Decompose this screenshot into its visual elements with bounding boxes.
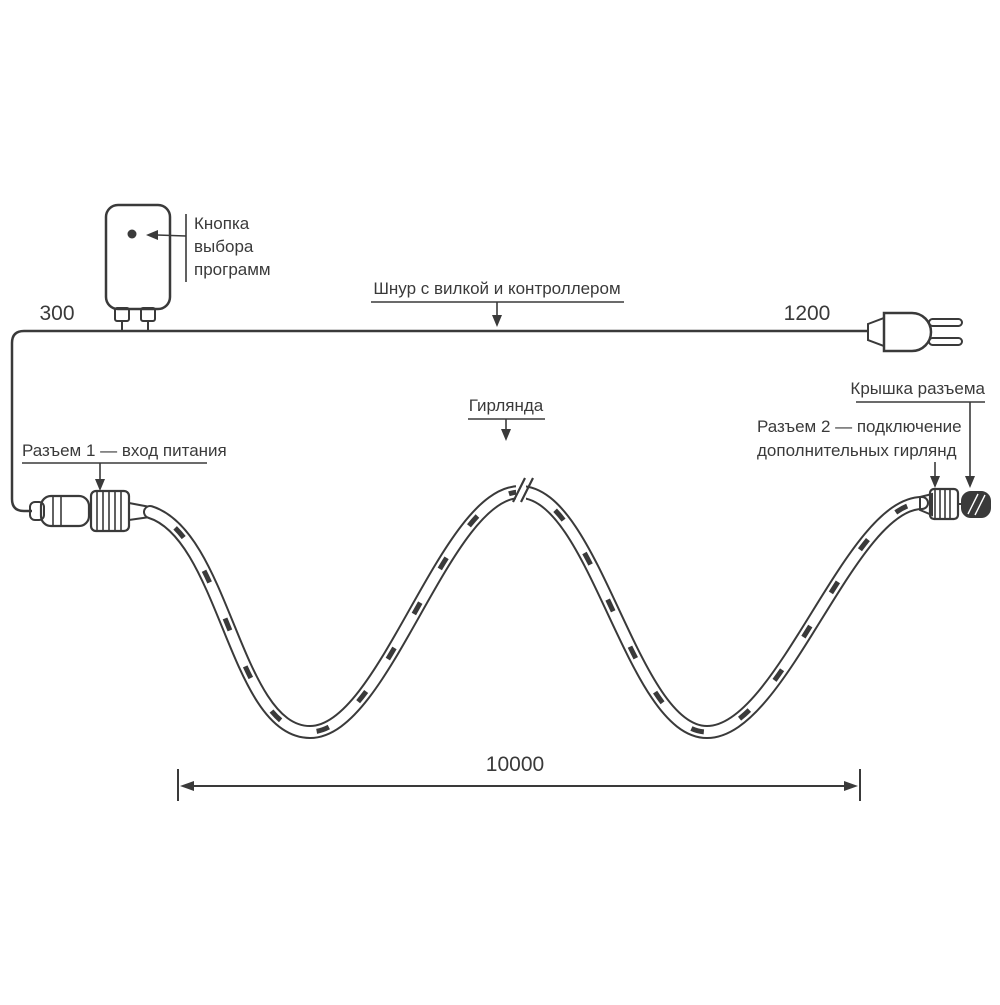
connector2-taper: [919, 492, 933, 517]
connector1-callout: Разъем 1 — вход питания: [22, 441, 227, 491]
power-cord: [10, 329, 868, 513]
dimension-plug-cord: 1200: [784, 302, 831, 325]
cord-label: Шнур с вилкой и контроллером: [373, 279, 620, 298]
controller-box: [104, 203, 172, 331]
connector2-label-line1: Разъем 2 — подключение: [757, 417, 962, 436]
arrow-to-connector2: [930, 476, 940, 488]
program-button-label-line3: программ: [194, 260, 271, 279]
plug-pin-bottom: [928, 337, 963, 346]
plug-body: [882, 311, 933, 353]
connector2-label-line2: дополнительных гирлянд: [757, 441, 957, 460]
power-plug: [867, 311, 963, 353]
arrow-to-connector1: [95, 479, 105, 491]
program-button-dot: [127, 229, 137, 239]
program-button-callout: Кнопка выбора программ: [146, 214, 271, 282]
arrow-to-cap: [965, 476, 975, 488]
break-mark: [512, 477, 526, 503]
arrow-to-cord: [492, 315, 502, 327]
program-button-label-line1: Кнопка: [194, 214, 250, 233]
garland-callout: Гирлянда: [468, 396, 545, 441]
dim-arrow-right: [844, 781, 858, 791]
cap-label: Крышка разъема: [850, 379, 985, 398]
cap-callout: Крышка разъема: [850, 379, 986, 488]
arrow-to-button: [146, 230, 158, 240]
garland-label: Гирлянда: [469, 396, 544, 415]
plug-pin-top: [928, 318, 963, 327]
arrow-to-garland: [501, 429, 511, 441]
dimension-left-cord: 300: [39, 302, 74, 325]
dimension-garland-length: 10000: [486, 753, 544, 776]
program-button-label-line2: выбора: [194, 237, 254, 256]
connector1: [29, 489, 151, 533]
connector1-label: Разъем 1 — вход питания: [22, 441, 227, 460]
garland-tube: [143, 477, 929, 740]
connector2-callout: Разъем 2 — подключение дополнительных ги…: [757, 417, 962, 488]
dim-arrow-left: [180, 781, 194, 791]
cord-callout: Шнур с вилкой и контроллером: [371, 279, 624, 327]
plug-sleeve: [867, 316, 885, 348]
connector2: [919, 487, 991, 521]
dimension-10000: 10000: [177, 753, 861, 801]
